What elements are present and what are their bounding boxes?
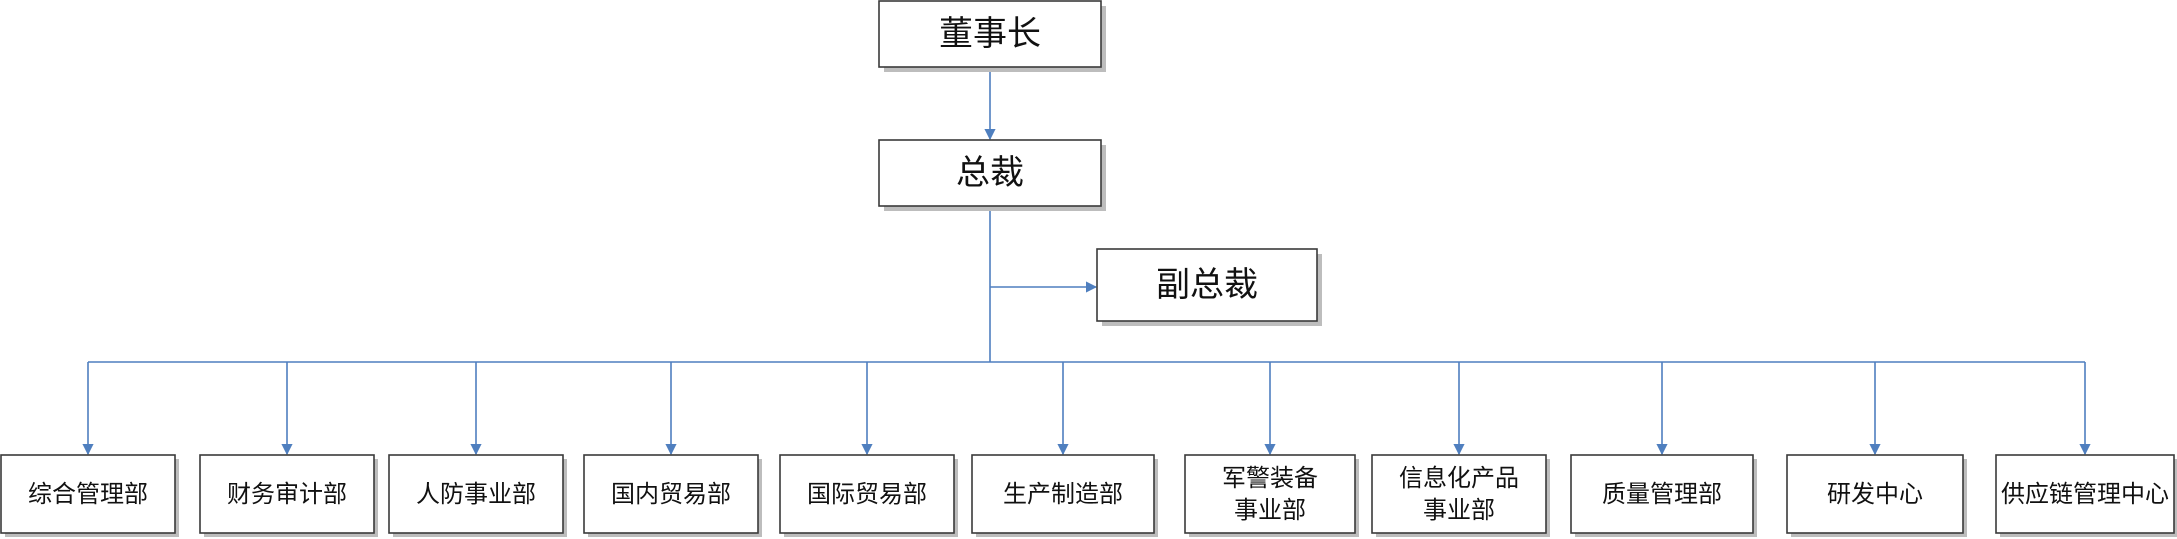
- department-row: 综合管理部财务审计部人防事业部国内贸易部国际贸易部生产制造部军警装备事业部信息化…: [0, 454, 2177, 537]
- department-label-4-line-1: 国内贸易部: [611, 480, 731, 508]
- department-label-2-line-1: 财务审计部: [227, 480, 347, 508]
- chairman-label: 董事长: [939, 14, 1041, 54]
- department-node-1[interactable]: 综合管理部: [0, 454, 179, 537]
- department-label-8-line-2: 事业部: [1423, 496, 1495, 524]
- department-label-1-line-1: 综合管理部: [28, 480, 148, 508]
- department-node-4[interactable]: 国内贸易部: [583, 454, 762, 537]
- department-node-5[interactable]: 国际贸易部: [779, 454, 958, 537]
- department-label-6-line-1: 生产制造部: [1003, 480, 1123, 508]
- department-label-3-line-1: 人防事业部: [416, 480, 536, 508]
- department-node-10[interactable]: 研发中心: [1786, 454, 1967, 537]
- department-node-6[interactable]: 生产制造部: [971, 454, 1158, 537]
- department-node-11[interactable]: 供应链管理中心: [1995, 454, 2177, 537]
- vice-president-node[interactable]: 副总裁: [1096, 248, 1322, 326]
- department-label-7-line-1: 军警装备: [1222, 464, 1318, 492]
- department-label-11-line-1: 供应链管理中心: [2001, 480, 2169, 508]
- department-node-2[interactable]: 财务审计部: [199, 454, 378, 537]
- president-label: 总裁: [956, 153, 1024, 193]
- connector-lines: [82, 67, 2091, 456]
- chairman-node[interactable]: 董事长: [878, 0, 1106, 72]
- department-label-8-line-1: 信息化产品: [1399, 464, 1519, 492]
- department-node-3[interactable]: 人防事业部: [388, 454, 567, 537]
- vice-president-label: 副总裁: [1156, 265, 1258, 305]
- department-label-5-line-1: 国际贸易部: [807, 480, 927, 508]
- president-node[interactable]: 总裁: [878, 139, 1106, 211]
- department-node-9[interactable]: 质量管理部: [1570, 454, 1757, 537]
- department-label-7-line-2: 事业部: [1234, 496, 1306, 524]
- department-label-10-line-1: 研发中心: [1827, 480, 1923, 508]
- department-label-9-line-1: 质量管理部: [1602, 480, 1722, 508]
